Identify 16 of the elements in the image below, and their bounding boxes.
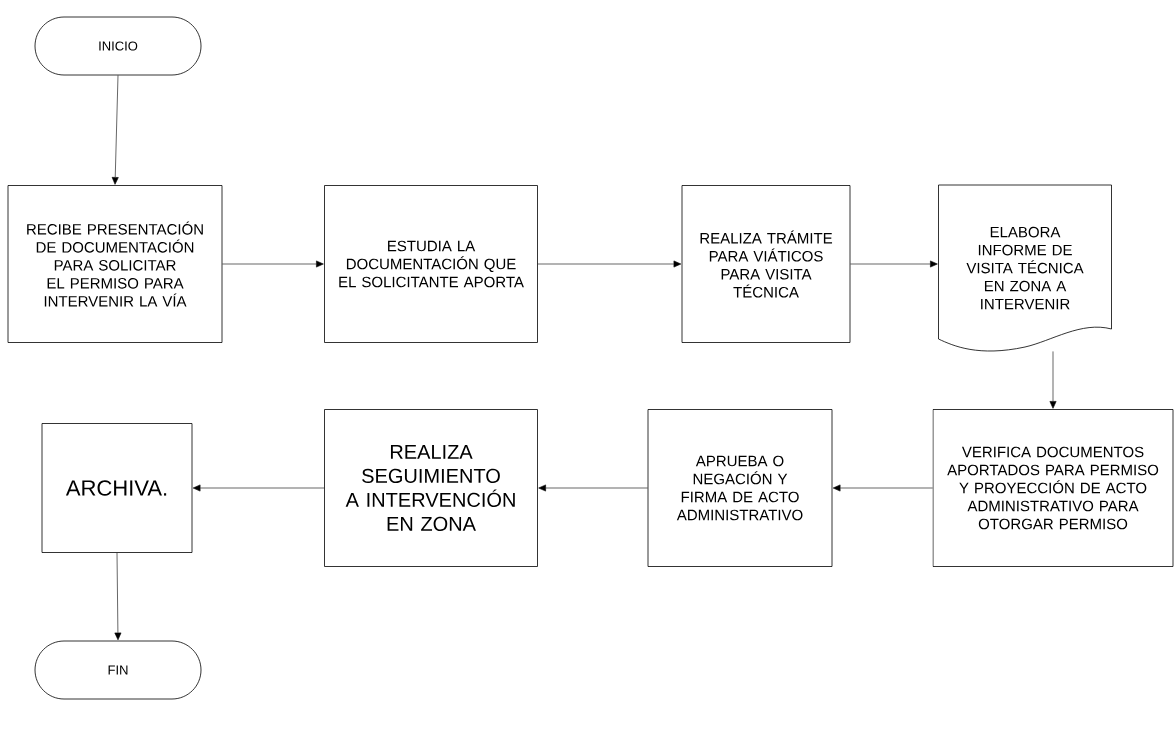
process-box: APRUEBA O NEGACIÓN Y FIRMA DE ACTO ADMINISTRATIVO	[647, 409, 833, 567]
arrow	[832, 484, 933, 492]
arrow	[222, 260, 324, 268]
arrow	[114, 552, 122, 641]
arrow	[111, 75, 119, 185]
arrow	[537, 260, 682, 268]
arrow	[192, 484, 325, 492]
process-box: VERIFICA DOCUMENTOS APORTADOS PARA PERMISO Y PROYECCIÓN DE ACTO ADMINISTRATIVO PARA OTORGAR PERMISO	[932, 409, 1174, 567]
process-box: ESTUDIA LA DOCUMENTACIÓN QUE EL SOLICITANTE APORTA	[324, 185, 538, 343]
process-box: ARCHIVA.	[41, 423, 193, 553]
process-box: REALIZA TRÁMITE PARA VIÁTICOS PARA VISITA TÉCNICA	[681, 185, 851, 343]
arrow	[538, 484, 648, 492]
arrow	[850, 260, 938, 268]
arrow	[1049, 351, 1057, 409]
process-box: REALIZA SEGUIMIENTO A INTERVENCIÓN EN ZONA	[324, 409, 538, 567]
process-box: RECIBE PRESENTACIÓN DE DOCUMENTACIÓN PARA SOLICITAR EL PERMISO PARA INTERVENIR LA VÍA	[7, 185, 223, 343]
